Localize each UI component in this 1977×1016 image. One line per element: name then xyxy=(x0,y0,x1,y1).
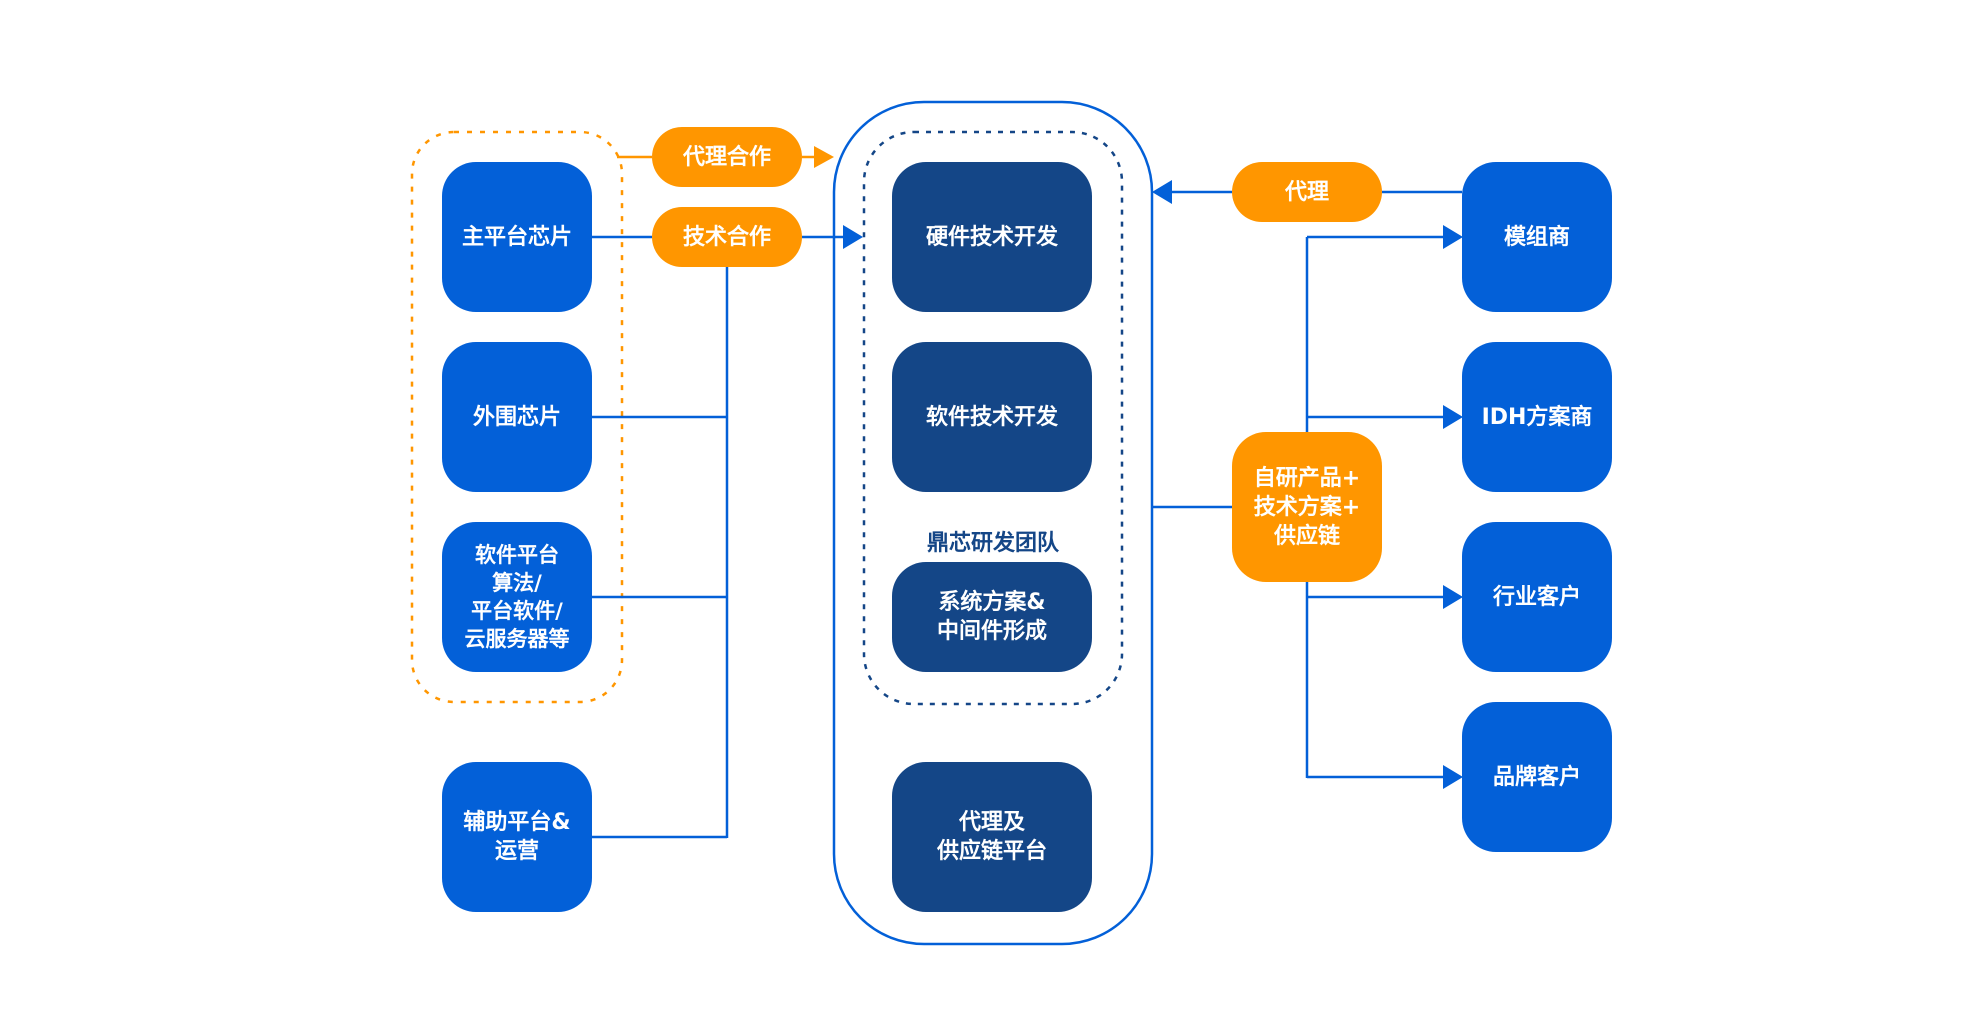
node-brand-customer[interactable]: 品牌客户 xyxy=(1462,702,1612,852)
node-software-dev[interactable]: 软件技术开发 xyxy=(892,342,1092,492)
agency-coop-arrowhead xyxy=(814,146,834,168)
tech-coop-arrowhead xyxy=(843,225,863,249)
agency-arrowhead xyxy=(1152,180,1172,204)
pill-agency[interactable]: 代理 xyxy=(1232,162,1382,222)
industry-arrowhead xyxy=(1443,585,1463,609)
node-idh-solution[interactable]: IDH方案商 xyxy=(1462,342,1612,492)
node-aux-platform[interactable]: 辅助平台& 运营 xyxy=(442,762,592,912)
pill-tech-cooperation[interactable]: 技术合作 xyxy=(652,207,802,267)
node-module-maker[interactable]: 模组商 xyxy=(1462,162,1612,312)
rd-team-label: 鼎芯研发团队 xyxy=(926,531,1059,556)
dingxin-container-border xyxy=(832,100,1154,946)
rd-team-border xyxy=(862,130,1124,706)
node-industry-customer[interactable]: 行业客户 xyxy=(1462,522,1612,672)
node-offering[interactable]: 自研产品+ 技术方案+ 供应链 xyxy=(1232,432,1382,582)
node-system-solution[interactable]: 系统方案& 中间件形成 xyxy=(892,562,1092,672)
node-main-platform-chip[interactable]: 主平台芯片 xyxy=(442,162,592,312)
node-agency-supply-platform[interactable]: 代理及 供应链平台 xyxy=(892,762,1092,912)
pill-agency-cooperation[interactable]: 代理合作 xyxy=(652,127,802,187)
supplier-group-border xyxy=(410,130,624,704)
idh-arrowhead xyxy=(1443,405,1463,429)
module-maker-arrowhead xyxy=(1443,225,1463,249)
node-hardware-dev[interactable]: 硬件技术开发 xyxy=(892,162,1092,312)
brand-arrowhead xyxy=(1443,765,1463,789)
node-peripheral-chip[interactable]: 外围芯片 xyxy=(442,342,592,492)
node-software-platform[interactable]: 软件平台 算法/ 平台软件/ 云服务器等 xyxy=(442,522,592,672)
